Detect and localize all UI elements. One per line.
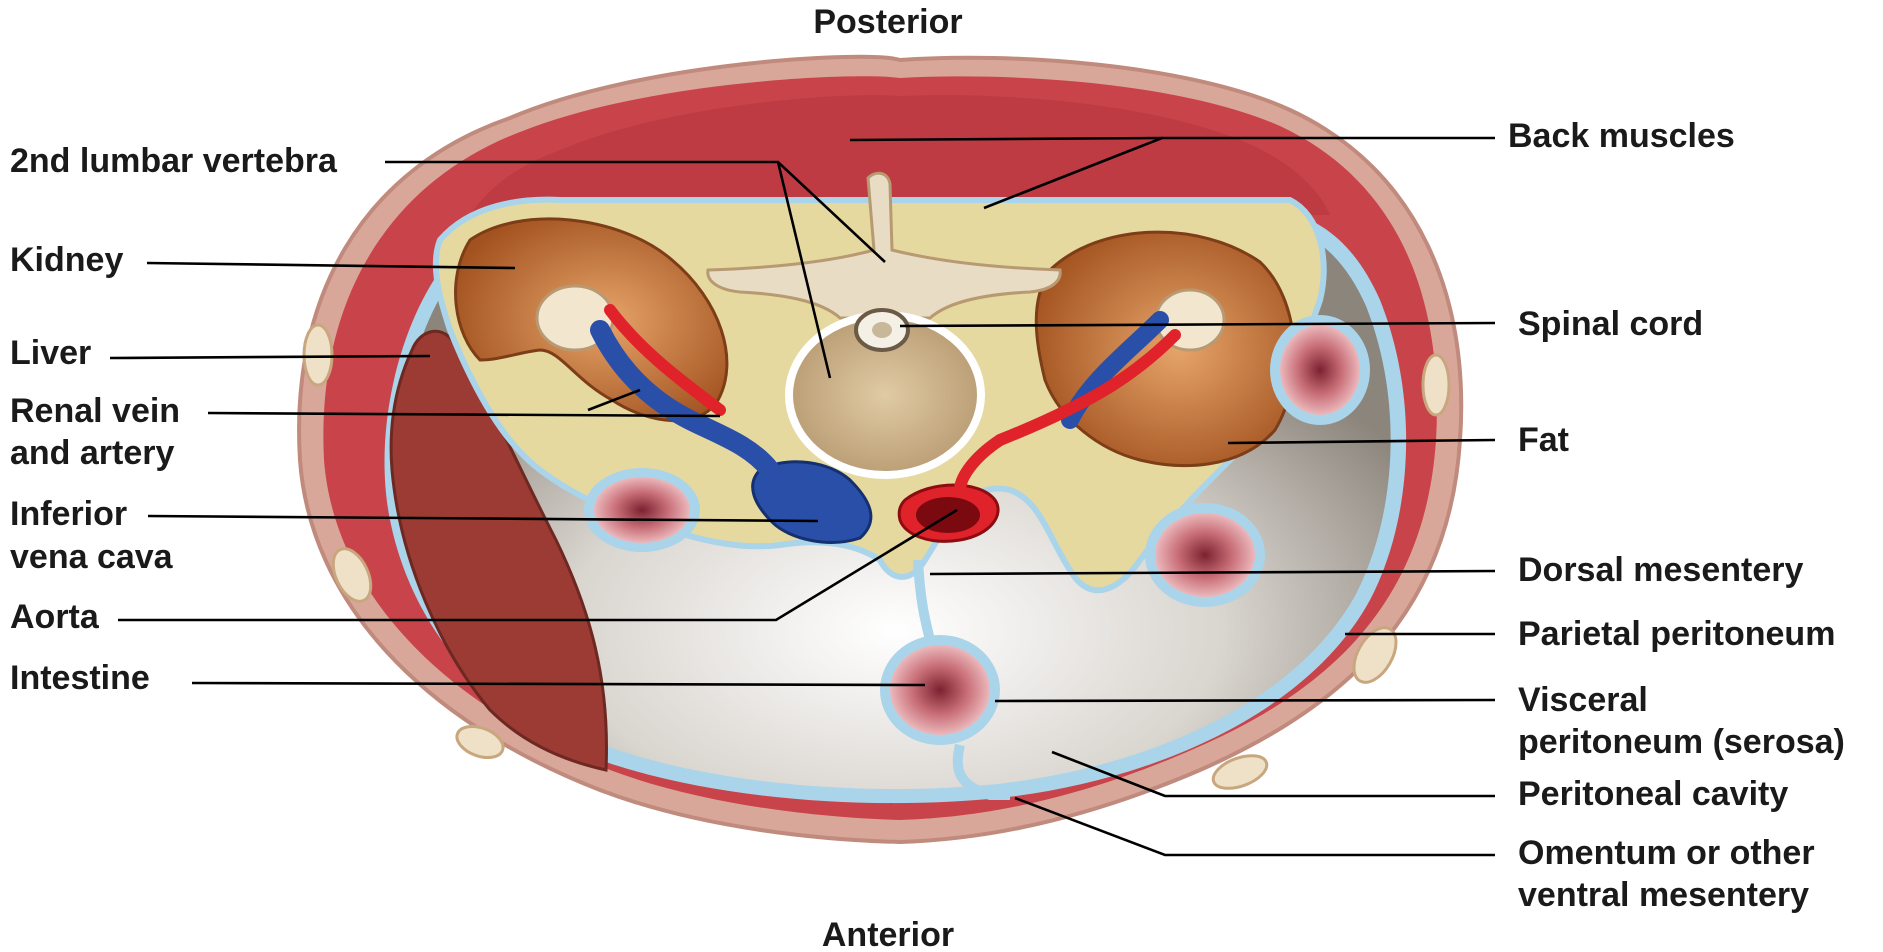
orientation-anterior: Anterior [822,916,954,952]
intestine-loop-right [1145,503,1265,607]
label-spinal-cord: Spinal cord [1518,305,1703,343]
label-back-muscles: Back muscles [1508,117,1735,155]
intestine-loop-center [880,635,1000,745]
label-parietal-peritoneum: Parietal peritoneum [1518,615,1835,653]
label-aorta: Aorta [10,598,100,636]
label-ivc-1: Inferior [10,495,127,533]
intestine-loop-upper-right [1270,315,1370,425]
label-omentum-2: ventral mesentery [1518,876,1809,914]
label-dorsal-mesentery: Dorsal mesentery [1518,551,1803,589]
label-liver: Liver [10,334,91,372]
label-kidney: Kidney [10,241,123,279]
label-visceral-1: Visceral [1518,681,1648,719]
label-intestine: Intestine [10,659,150,697]
label-fat: Fat [1518,421,1569,459]
intestine-loop-left [584,468,700,552]
leader-visceral-peritoneum [995,700,1495,701]
orientation-posterior: Posterior [813,3,962,41]
label-ivc-2: vena cava [10,538,174,576]
label-omentum-1: Omentum or other [1518,834,1815,872]
label-lumbar-vertebra: 2nd lumbar vertebra [10,142,338,180]
label-visceral-2: peritoneum (serosa) [1518,723,1845,761]
label-peritoneal-cavity: Peritoneal cavity [1518,775,1788,813]
label-renal-vessels-2: and artery [10,434,174,472]
label-renal-vessels-1: Renal vein [10,392,180,430]
